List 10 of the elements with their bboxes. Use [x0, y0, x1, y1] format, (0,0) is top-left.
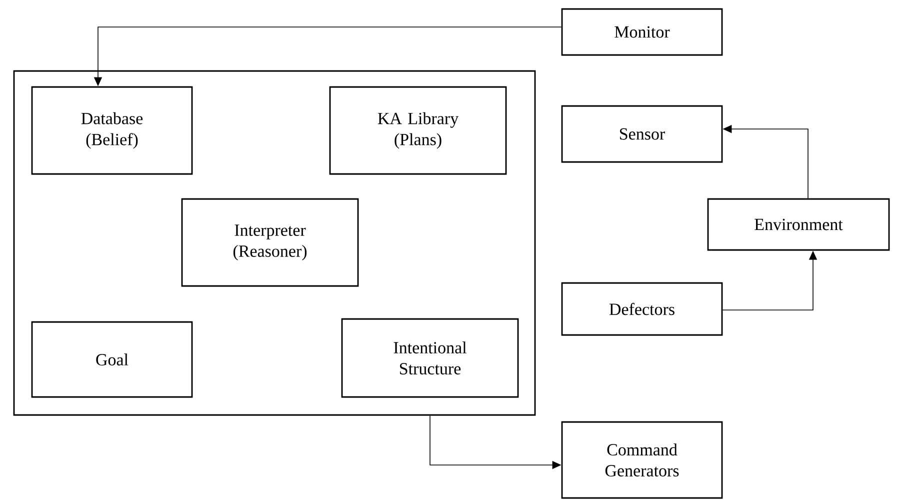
process-box: Environment [707, 198, 890, 251]
process-box: Defectors [561, 282, 723, 336]
process-box: Interpreter (Reasoner) [181, 198, 359, 287]
process-box: Sensor [561, 105, 723, 163]
process-box: Goal [31, 321, 193, 398]
process-box: Database (Belief) [31, 86, 193, 175]
process-box: Command Generators [561, 421, 723, 499]
process-box: KA Library (Plans) [329, 86, 507, 175]
monitor-box: Monitor [561, 8, 723, 56]
process-box: Intentional Structure [341, 318, 519, 398]
